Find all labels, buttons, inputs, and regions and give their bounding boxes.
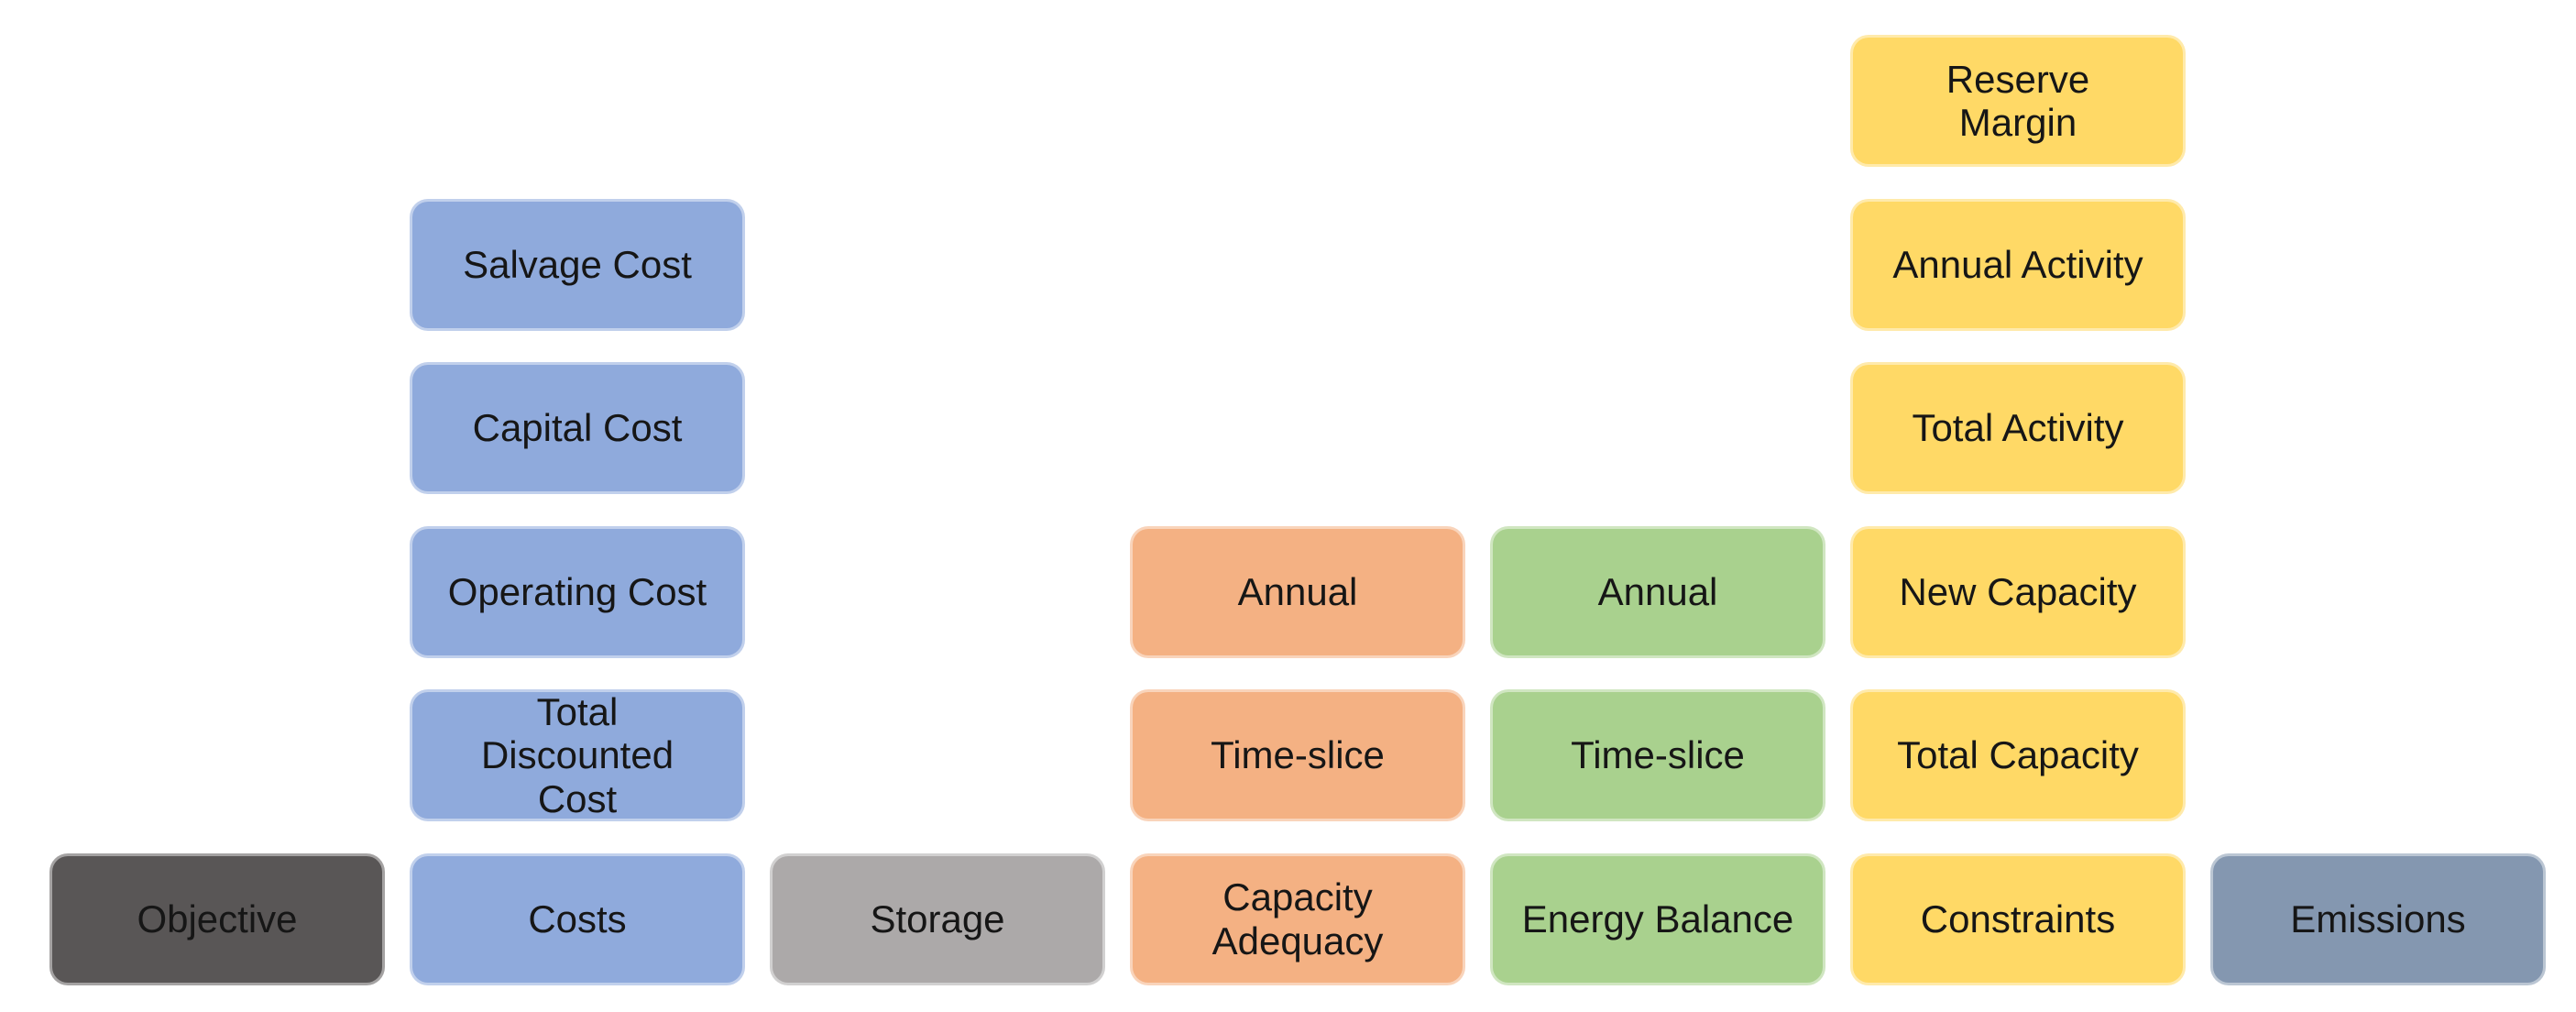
box-objective: Objective: [49, 852, 385, 985]
box-energy-balance-time-slice: Time-slice: [1490, 689, 1825, 821]
box-new-capacity: New Capacity: [1850, 525, 2186, 658]
box-total-discounted-cost: Total Discounted Cost: [410, 689, 745, 821]
box-total-capacity: Total Capacity: [1850, 689, 2186, 821]
box-capacity-adequacy-annual: Annual: [1130, 525, 1465, 658]
box-capacity-adequacy: Capacity Adequacy: [1130, 852, 1465, 985]
diagram-grid: Reserve Margin Annual Activity Total Act…: [49, 35, 2546, 985]
box-costs: Costs: [410, 852, 745, 985]
box-storage: Storage: [770, 852, 1105, 985]
box-salvage-cost: Salvage Cost: [410, 198, 745, 331]
box-annual-activity: Annual Activity: [1850, 198, 2186, 331]
box-operating-cost: Operating Cost: [410, 525, 745, 658]
box-reserve-margin: Reserve Margin: [1850, 35, 2186, 167]
box-capacity-adequacy-time-slice: Time-slice: [1130, 689, 1465, 821]
box-emissions: Emissions: [2210, 852, 2546, 985]
box-constraints: Constraints: [1850, 852, 2186, 985]
box-energy-balance-annual: Annual: [1490, 525, 1825, 658]
box-total-activity: Total Activity: [1850, 362, 2186, 494]
box-energy-balance: Energy Balance: [1490, 852, 1825, 985]
box-capital-cost: Capital Cost: [410, 362, 745, 494]
